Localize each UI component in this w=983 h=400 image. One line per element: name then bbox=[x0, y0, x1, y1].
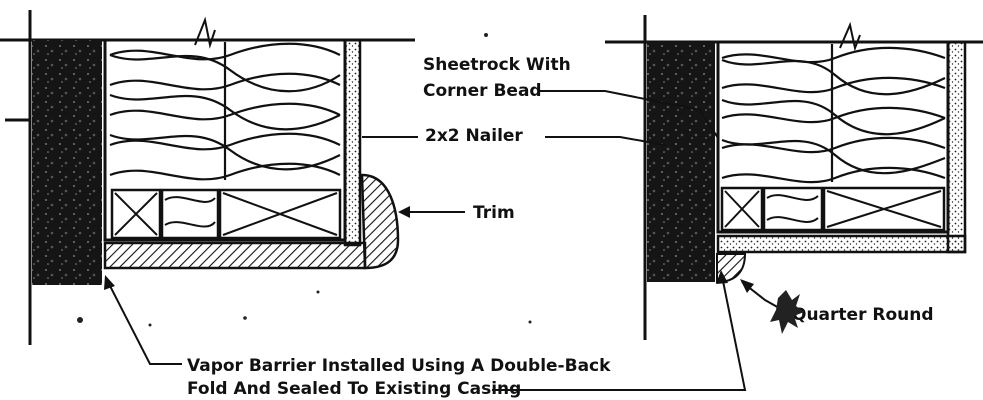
leader-vapor-left bbox=[106, 279, 182, 365]
annotations: Sheetrock With Corner Bead 2x2 Nailer Tr… bbox=[77, 33, 934, 399]
right-break-mark bbox=[839, 21, 861, 52]
right-sheetrock-return bbox=[716, 234, 967, 254]
right-detail bbox=[605, 15, 983, 340]
leader-nailer-right bbox=[545, 136, 666, 146]
leader-vapor-right-arrowhead bbox=[716, 270, 728, 284]
left-trim-piece bbox=[360, 173, 400, 270]
right-insulation bbox=[721, 44, 946, 184]
left-nailers bbox=[110, 188, 342, 240]
left-masonry-casing bbox=[32, 40, 102, 285]
left-detail bbox=[0, 10, 415, 345]
left-insulation bbox=[109, 42, 341, 181]
label-sheetrock-line1: Sheetrock With bbox=[423, 55, 571, 75]
leader-sheetrock bbox=[540, 90, 719, 139]
leader-vapor-left-arrowhead bbox=[104, 275, 115, 290]
right-nailer-insulation bbox=[766, 194, 819, 223]
label-vapor-line1: Vapor Barrier Installed Using A Double-B… bbox=[187, 356, 611, 376]
left-casing-board bbox=[103, 241, 367, 270]
leader-vapor-right bbox=[492, 275, 747, 391]
label-vapor-line2: Fold And Sealed To Existing Casing bbox=[187, 379, 521, 399]
right-masonry-casing bbox=[647, 42, 715, 282]
right-sheetrock bbox=[946, 40, 967, 254]
leader-quarter-round-arrowhead bbox=[740, 279, 754, 293]
label-sheetrock-line2: Corner Bead bbox=[423, 81, 542, 101]
quarter-round-blot bbox=[770, 290, 804, 334]
left-nailer-x-marks bbox=[114, 192, 338, 236]
right-nailer-x-marks bbox=[724, 190, 942, 228]
left-break-mark bbox=[194, 16, 216, 49]
leader-trim-arrowhead bbox=[398, 206, 410, 218]
label-quarter-round: Quarter Round bbox=[792, 305, 934, 325]
left-sheetrock bbox=[343, 38, 362, 247]
scan-specks bbox=[77, 33, 532, 327]
label-nailer: 2x2 Nailer bbox=[425, 126, 523, 146]
left-nailer-insulation bbox=[164, 196, 216, 228]
label-trim: Trim bbox=[473, 203, 515, 223]
